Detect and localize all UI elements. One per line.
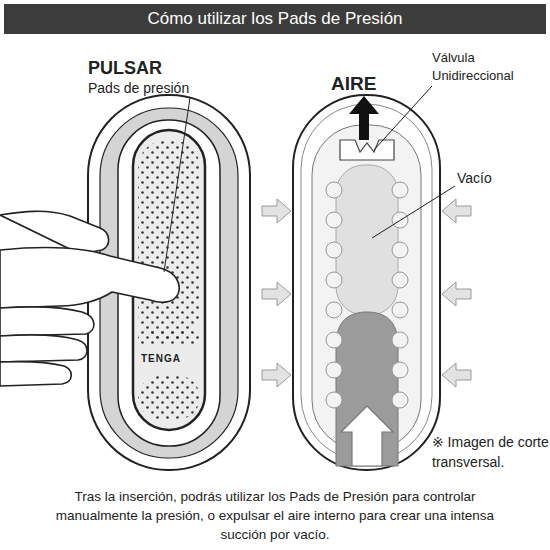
leader-line — [374, 86, 432, 150]
note-label: ※ Imagen de corte transversal. — [432, 432, 550, 472]
leader-line — [164, 98, 190, 272]
brand-logo: TENGA — [141, 353, 201, 365]
caption: Tras la inserción, podrás utilizar los P… — [50, 487, 500, 544]
part-label: Pads de presión — [88, 80, 228, 97]
air-arrow — [349, 96, 379, 140]
title-band: Cómo utilizar los Pads de Presión — [4, 4, 546, 34]
air-label: AIRE — [331, 72, 401, 95]
part-label: Válvula Unidireccional — [432, 49, 532, 85]
part-label: Vacío — [457, 170, 537, 187]
device-cross-section — [293, 95, 440, 470]
action-label: PULSAR — [88, 57, 208, 79]
leader-line — [372, 186, 455, 238]
